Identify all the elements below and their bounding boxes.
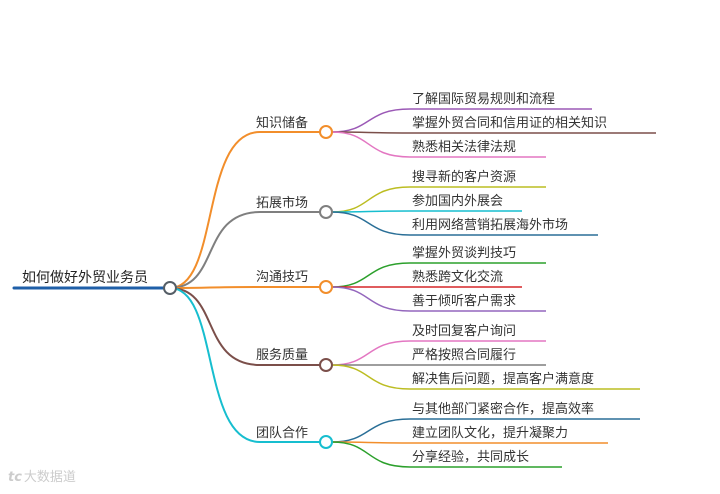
leaf-node-label[interactable]: 搜寻新的客户资源	[412, 170, 517, 185]
branch-to-leaf-link	[331, 441, 608, 444]
leaf-node-label[interactable]: 利用网络营销拓展海外市场	[412, 218, 569, 233]
branch-node-label-service[interactable]: 服务质量	[256, 348, 309, 363]
watermark-text: 大数据道	[23, 470, 76, 485]
leaf-node-label[interactable]: 熟悉相关法律法规	[412, 140, 517, 155]
branch-node-circle	[319, 435, 333, 449]
branch-node-label-market[interactable]: 拓展市场	[256, 196, 309, 211]
leaf-node-label[interactable]: 善于倾听客户需求	[412, 294, 517, 309]
tc-logo-icon: tc	[8, 470, 22, 485]
leaf-node-label[interactable]: 分享经验，共同成长	[412, 450, 530, 465]
root-to-branch-link	[169, 287, 320, 366]
branch-to-leaf-link	[331, 186, 546, 213]
leaf-node-label[interactable]: 掌握外贸谈判技巧	[412, 246, 517, 261]
mind-map-links	[12, 108, 656, 468]
branch-node-label-teamwork[interactable]: 团队合作	[256, 426, 309, 441]
branch-node-circle	[319, 125, 333, 139]
leaf-node-label[interactable]: 解决售后问题，提高客户满意度	[412, 372, 595, 387]
leaf-node-label[interactable]: 与其他部门紧密合作，提高效率	[412, 402, 595, 417]
branch-node-label-knowledge[interactable]: 知识储备	[256, 116, 309, 131]
branch-node-circle	[319, 358, 333, 372]
branch-node-circle	[319, 205, 333, 219]
branch-to-leaf-link	[331, 210, 522, 213]
leaf-node-label[interactable]: 掌握外贸合同和信用证的相关知识	[412, 116, 608, 131]
root-node-circle	[163, 281, 177, 295]
leaf-node-label[interactable]: 及时回复客户询问	[412, 324, 517, 339]
branch-to-leaf-link	[331, 364, 640, 390]
branch-node-circle	[319, 280, 333, 294]
leaf-node-label[interactable]: 建立团队文化，提升凝聚力	[412, 426, 569, 441]
leaf-node-label[interactable]: 严格按照合同履行	[412, 348, 517, 363]
mind-map-nodes	[163, 125, 333, 449]
branch-to-leaf-link	[331, 340, 546, 366]
root-to-branch-link	[169, 211, 320, 289]
root-to-branch-link	[169, 131, 320, 289]
leaf-node-label[interactable]: 熟悉跨文化交流	[412, 270, 504, 285]
leaf-node-label[interactable]: 参加国内外展会	[412, 194, 504, 209]
branch-to-leaf-link	[331, 418, 640, 443]
branch-to-leaf-link	[331, 286, 546, 312]
branch-to-leaf-link	[331, 441, 562, 468]
branch-to-leaf-link	[331, 131, 546, 158]
branch-to-leaf-link	[331, 108, 592, 133]
branch-to-leaf-link	[331, 131, 656, 134]
root-to-branch-link	[169, 286, 320, 289]
branch-to-leaf-link	[331, 211, 598, 236]
root-to-branch-link	[169, 287, 320, 443]
leaf-node-label[interactable]: 了解国际贸易规则和流程	[412, 92, 556, 107]
branch-node-label-communication[interactable]: 沟通技巧	[256, 270, 309, 285]
root-node-label[interactable]: 如何做好外贸业务员	[22, 270, 148, 286]
branch-to-leaf-link	[331, 262, 546, 288]
